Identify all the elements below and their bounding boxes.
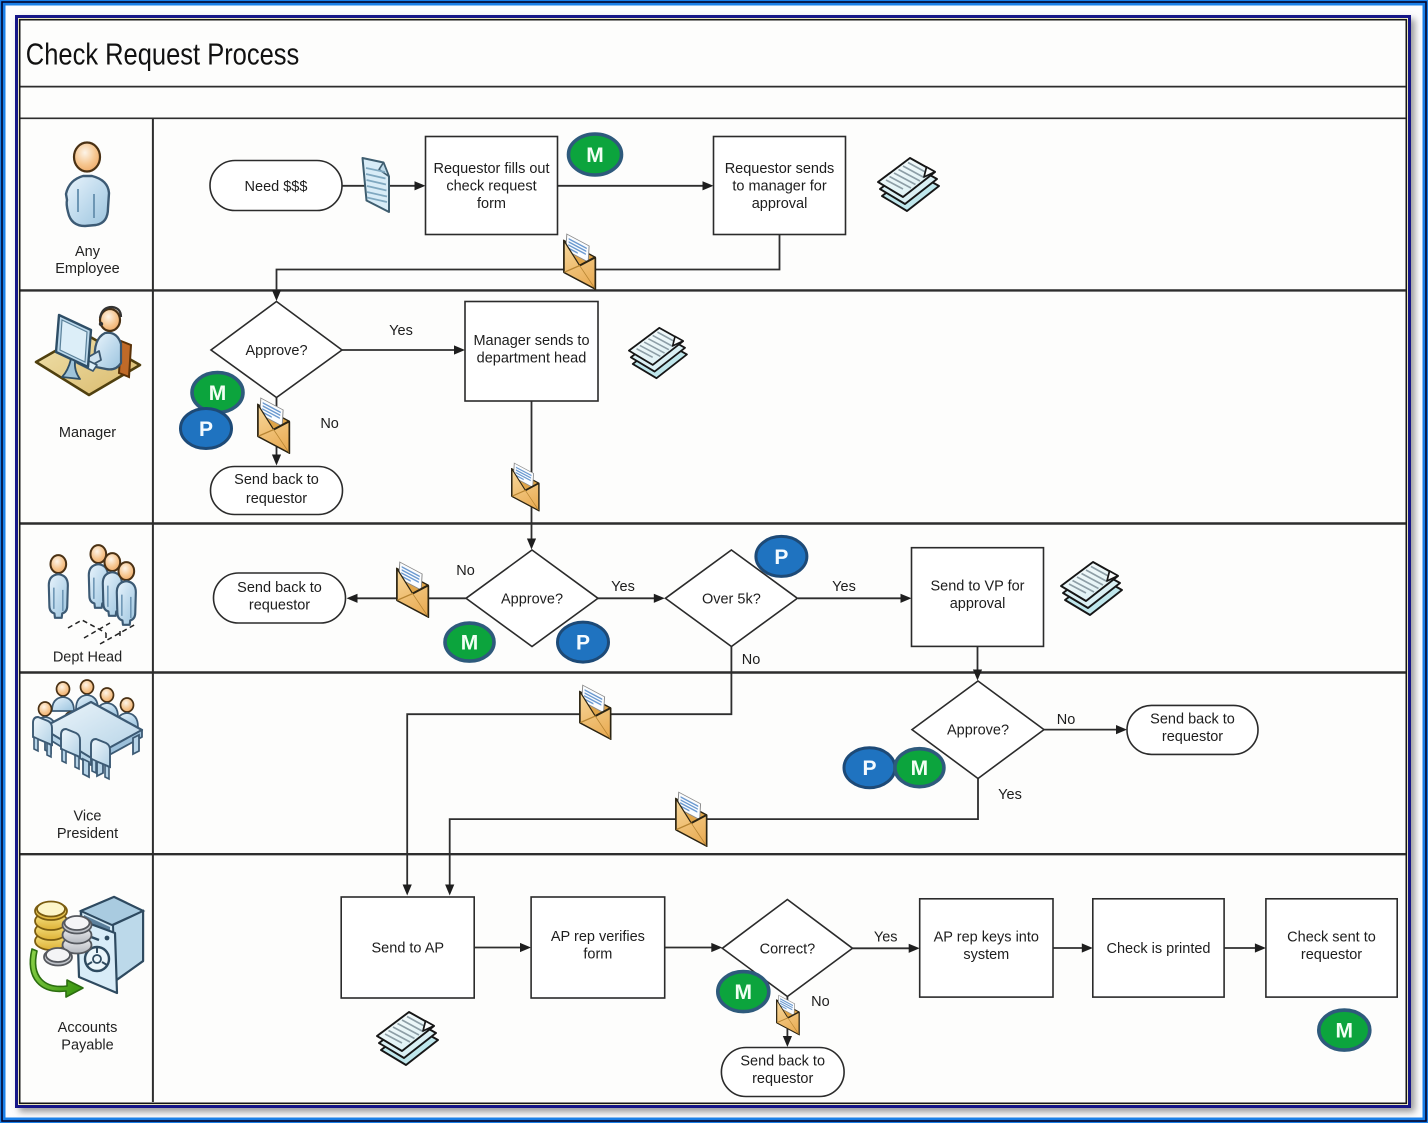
svg-text:Yes: Yes <box>998 787 1022 803</box>
svg-text:M: M <box>1336 1020 1354 1043</box>
svg-text:to manager for: to manager for <box>732 179 826 195</box>
svg-text:system: system <box>963 947 1009 963</box>
svg-text:Approve?: Approve? <box>501 591 563 607</box>
svg-text:Correct?: Correct? <box>760 941 816 957</box>
svg-text:Requestor sends: Requestor sends <box>725 161 835 177</box>
svg-text:Send to AP: Send to AP <box>372 941 445 957</box>
svg-text:AP rep verifies: AP rep verifies <box>551 929 645 945</box>
svg-text:Send back to: Send back to <box>1150 712 1235 728</box>
svg-text:Vice: Vice <box>74 809 102 825</box>
svg-text:Approve?: Approve? <box>947 723 1009 739</box>
svg-text:Manager sends to: Manager sends to <box>473 333 589 349</box>
svg-text:P: P <box>576 632 590 655</box>
svg-text:Yes: Yes <box>389 323 413 339</box>
svg-text:Manager: Manager <box>59 425 116 441</box>
svg-text:Dept Head: Dept Head <box>53 650 122 666</box>
svg-text:M: M <box>461 632 479 655</box>
svg-text:M: M <box>735 981 753 1004</box>
svg-text:Over 5k?: Over 5k? <box>702 591 761 607</box>
svg-text:Employee: Employee <box>55 261 119 277</box>
svg-text:Any: Any <box>75 244 101 260</box>
svg-text:Payable: Payable <box>61 1038 113 1054</box>
svg-text:Check Request Process: Check Request Process <box>26 37 300 71</box>
svg-text:No: No <box>811 994 830 1010</box>
svg-text:requestor: requestor <box>1301 947 1362 963</box>
svg-text:Check sent to: Check sent to <box>1287 930 1376 946</box>
svg-text:Approve?: Approve? <box>245 343 307 359</box>
svg-text:M: M <box>209 382 227 405</box>
svg-text:form: form <box>583 947 612 963</box>
svg-text:requestor: requestor <box>246 491 307 507</box>
svg-text:Yes: Yes <box>874 930 898 946</box>
svg-text:No: No <box>742 652 761 668</box>
svg-text:AP rep keys into: AP rep keys into <box>934 930 1039 946</box>
svg-text:P: P <box>774 546 788 569</box>
svg-text:requestor: requestor <box>249 598 310 614</box>
svg-text:Check is printed: Check is printed <box>1107 941 1211 957</box>
svg-text:approval: approval <box>950 596 1006 612</box>
svg-text:approval: approval <box>752 196 808 212</box>
svg-text:No: No <box>1057 712 1076 728</box>
svg-text:Yes: Yes <box>832 579 856 595</box>
svg-text:M: M <box>586 144 604 167</box>
svg-text:Accounts: Accounts <box>58 1020 118 1036</box>
svg-text:Send back to: Send back to <box>740 1054 825 1070</box>
svg-text:check request: check request <box>446 179 536 195</box>
svg-text:Yes: Yes <box>611 579 635 595</box>
svg-text:No: No <box>320 416 339 432</box>
svg-text:P: P <box>862 757 876 780</box>
svg-text:M: M <box>911 757 929 780</box>
svg-text:requestor: requestor <box>752 1071 813 1087</box>
svg-text:Send to VP for: Send to VP for <box>930 579 1024 595</box>
svg-text:Need $$$: Need $$$ <box>245 179 308 195</box>
svg-text:Requestor fills out: Requestor fills out <box>433 161 549 177</box>
svg-text:No: No <box>456 563 475 579</box>
svg-text:Send back to: Send back to <box>234 472 319 488</box>
svg-text:P: P <box>199 418 213 441</box>
svg-text:department head: department head <box>477 351 587 367</box>
svg-text:form: form <box>477 196 506 212</box>
svg-text:requestor: requestor <box>1162 729 1223 745</box>
svg-text:Send back to: Send back to <box>237 580 322 596</box>
svg-text:President: President <box>57 826 118 842</box>
